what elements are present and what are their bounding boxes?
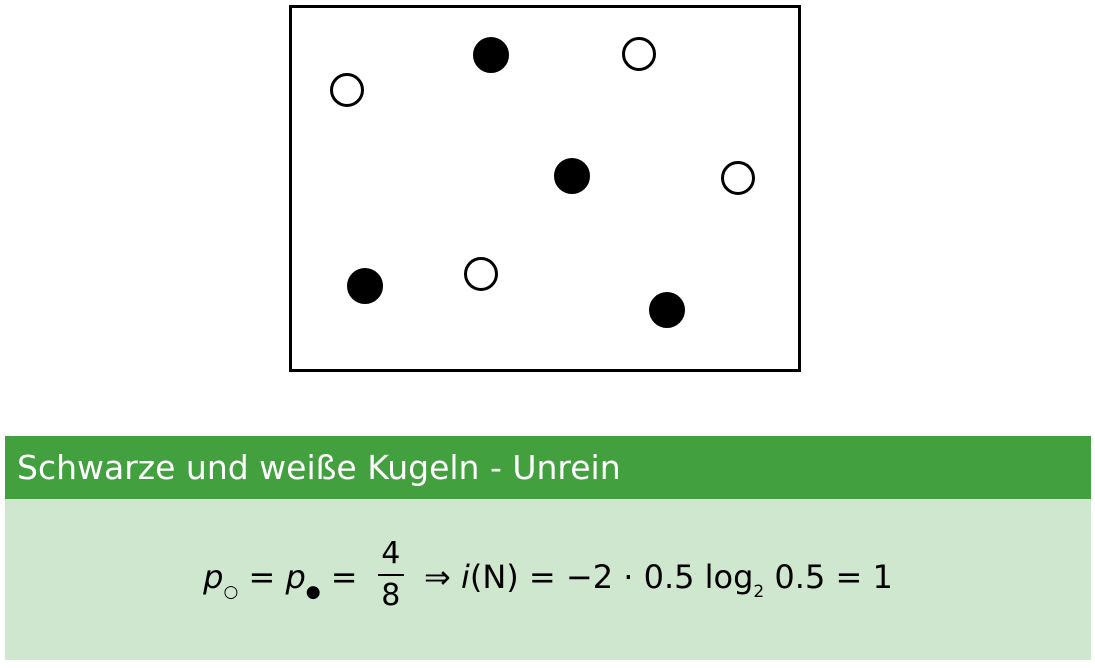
frame-box (289, 5, 801, 372)
fraction-bar (377, 574, 404, 576)
fraction-numerator: 4 (381, 536, 401, 571)
formula-eq-2: = (330, 558, 358, 596)
formula-sub-white: ○ (223, 582, 239, 602)
formula-log: log (704, 558, 754, 596)
formula-eq-1: = (248, 558, 276, 596)
fraction-denominator: 8 (381, 578, 401, 613)
black-ball (554, 158, 590, 194)
formula-result: 1 (872, 558, 893, 596)
black-ball (473, 37, 509, 73)
block-body: p○ = p● = 4 8 ⇒ i(N) = −2 · 0.5 log2 0.5… (5, 499, 1091, 660)
black-ball (347, 268, 383, 304)
formula-log-base: 2 (753, 582, 765, 602)
balls-diagram (289, 5, 801, 372)
formula-eq-3: = (528, 558, 556, 596)
balls-group (330, 37, 755, 328)
white-ball (721, 161, 755, 195)
formula-sub-black: ● (305, 582, 321, 602)
formula-implies: ⇒ (423, 558, 451, 596)
formula-p-white: p (203, 558, 224, 596)
formula-n-arg: (N) (469, 558, 519, 596)
formula-p-black: p (285, 558, 306, 596)
black-ball (649, 292, 685, 328)
formula-eq-4: = (835, 558, 863, 596)
entropy-formula: p○ = p● = 4 8 ⇒ i(N) = −2 · 0.5 log2 0.5… (5, 537, 1091, 617)
white-ball (622, 37, 656, 71)
formula-fraction: 4 8 (377, 536, 404, 613)
formula-rhs-start: −2 · 0.5 (565, 558, 705, 596)
formula-i: i (460, 558, 470, 596)
white-ball (330, 73, 364, 107)
content-block: Schwarze und weiße Kugeln - Unrein p○ = … (5, 436, 1091, 660)
white-ball (464, 257, 498, 291)
formula-rhs-end: 0.5 (764, 558, 826, 596)
block-title: Schwarze und weiße Kugeln - Unrein (5, 436, 1091, 499)
